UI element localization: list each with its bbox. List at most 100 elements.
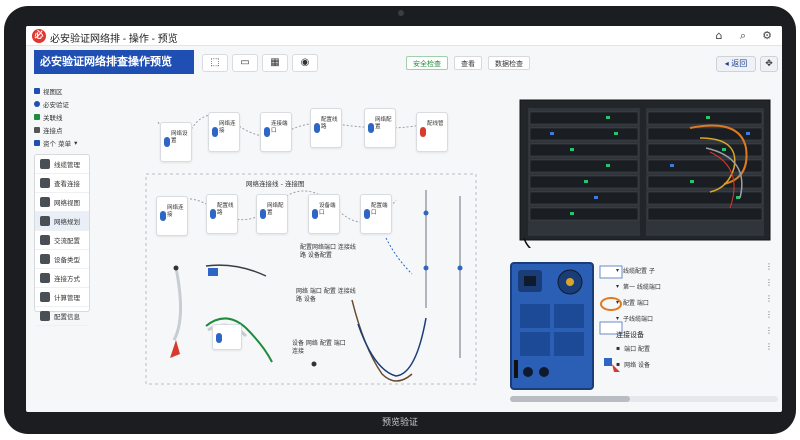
- panel-item[interactable]: 计算管理: [35, 288, 89, 307]
- diagram-node[interactable]: 配置端口: [360, 194, 392, 234]
- cable-brown: [351, 299, 413, 382]
- panel-item-label: 配置信息: [54, 313, 80, 321]
- app-logo-icon: 必: [32, 29, 46, 43]
- psu-port: [539, 367, 549, 377]
- wiring-layer: [145, 114, 477, 385]
- legend-row[interactable]: ▾子线缆端口: [616, 310, 776, 326]
- sidebar-item-connection-point[interactable]: 连接点: [34, 123, 90, 136]
- plan-icon: [40, 216, 50, 226]
- bead-icon: [368, 123, 374, 133]
- port-dot: [457, 265, 463, 271]
- panel-item[interactable]: 网络视图: [35, 193, 89, 212]
- panel-item[interactable]: 交流配置: [35, 231, 89, 250]
- app-title: 必安验证网络排 - 操作 - 预览: [50, 34, 178, 45]
- diagram-node[interactable]: 网络配置: [256, 194, 288, 234]
- cursor-arrow-icon: [170, 340, 180, 358]
- search-icon: [40, 178, 50, 188]
- diagram-node[interactable]: 设备端口: [308, 194, 340, 234]
- diagram-node[interactable]: 网络连接: [208, 112, 240, 152]
- node-label: 网络配置: [267, 203, 284, 216]
- rack-units: [529, 111, 763, 221]
- card: [599, 321, 623, 335]
- home-icon[interactable]: ⌂: [715, 29, 723, 42]
- legend-row[interactable]: ▾线缆配置 子: [616, 262, 776, 278]
- panel-item[interactable]: 网络规划: [35, 212, 89, 231]
- chevron-down-icon: ▾: [74, 138, 78, 147]
- cable-orange: [689, 124, 748, 185]
- control-toggle[interactable]: ⋮: [765, 294, 773, 303]
- diagram-node[interactable]: 配线管: [416, 112, 448, 152]
- bead-icon: [264, 127, 270, 137]
- port-dot: [423, 210, 429, 216]
- status-leds: [570, 116, 740, 215]
- horizontal-scrollbar[interactable]: [510, 396, 778, 402]
- settings-icon[interactable]: ⚙: [762, 29, 772, 42]
- panel-item[interactable]: 连接方式: [35, 269, 89, 288]
- node-label: 配置端口: [371, 203, 388, 216]
- sidebar-item-label: 必安验证: [43, 100, 69, 109]
- sidebar-item-label: 资个 菜单: [43, 139, 72, 148]
- tab-data-check[interactable]: 数据检查: [488, 56, 530, 70]
- diagram-node[interactable]: 配置线路: [310, 108, 342, 148]
- bead-icon: [160, 211, 166, 221]
- cable: [205, 264, 267, 277]
- diagram-node[interactable]: [212, 324, 242, 350]
- circle-icon: [34, 100, 40, 107]
- chevron-icon: ▾: [616, 282, 620, 290]
- diagram-canvas[interactable]: 网络设置 网络连接 连接端口 配置线路 网络配置 配线管 网络连接线 - 连接图…: [96, 78, 782, 404]
- cursor-arrow-icon: [612, 364, 620, 372]
- legend-row[interactable]: ▪端口 配置: [616, 340, 776, 356]
- sidebar-item-view-area[interactable]: 视图区: [34, 84, 90, 97]
- diagram-node[interactable]: 网络连接: [156, 196, 188, 236]
- mid-wire: [155, 190, 397, 223]
- diagram-node[interactable]: 连接端口: [260, 112, 292, 152]
- network-icon: [40, 197, 50, 207]
- power-supply-unit[interactable]: [510, 262, 594, 390]
- node-label: 网络设置: [171, 131, 188, 144]
- square-icon: ▪: [616, 344, 621, 352]
- bead-icon: [210, 209, 216, 219]
- cursor-icon: ⬚: [210, 57, 220, 68]
- control-toggle[interactable]: ⋮: [765, 326, 773, 335]
- link-leds: [550, 132, 750, 199]
- control-toggle[interactable]: ⋮: [765, 262, 773, 271]
- control-toggle[interactable]: ⋮: [765, 310, 773, 319]
- panel-item[interactable]: 配置信息: [35, 307, 89, 326]
- node-label: 配线管: [427, 121, 444, 127]
- toolbar-device-button[interactable]: ▭: [232, 54, 258, 72]
- legend-row[interactable]: ▾配置 端口: [616, 294, 776, 310]
- zoom-fit-button[interactable]: ✥: [760, 56, 778, 72]
- diagram-node[interactable]: 配置线路: [206, 194, 238, 234]
- card: [599, 265, 623, 279]
- sidebar-item-verify[interactable]: 必安验证: [34, 97, 90, 110]
- legend-row[interactable]: ▪网络 设备: [616, 356, 776, 372]
- sidebar-item-link-line[interactable]: 关联线: [34, 110, 90, 123]
- psu-plug: [524, 276, 536, 286]
- control-toggle[interactable]: ⋮: [765, 278, 773, 287]
- port-dot: [173, 265, 179, 271]
- diagram-node[interactable]: 网络配置: [364, 108, 396, 148]
- panel-item[interactable]: 查看连接: [35, 174, 89, 193]
- fan-hub: [566, 278, 574, 286]
- node-label: 配置线路: [321, 117, 338, 130]
- device-icon: ▭: [240, 57, 250, 68]
- node-label: 网络连接: [219, 121, 236, 134]
- toolbar-grid-button[interactable]: ▦: [262, 54, 288, 72]
- sidebar-item-label: 视图区: [43, 87, 63, 96]
- tab-view[interactable]: 查看: [454, 56, 482, 70]
- panel-item[interactable]: 线缆管理: [35, 155, 89, 174]
- sidebar-item-menu[interactable]: 资个 菜单 ▾: [34, 136, 90, 149]
- control-toggle[interactable]: ⋮: [765, 342, 773, 351]
- dashed-frame: [145, 173, 477, 385]
- scrollbar-thumb[interactable]: [510, 396, 630, 402]
- toolbar-view-button[interactable]: ◉: [292, 54, 318, 72]
- search-icon[interactable]: ⌕: [739, 29, 747, 42]
- diagram-node[interactable]: 网络设置: [160, 122, 192, 162]
- sidebar-item-label: 连接点: [43, 126, 63, 135]
- back-button[interactable]: ◂ 返回: [716, 56, 756, 72]
- legend-row[interactable]: ▾第一 线缆端口: [616, 278, 776, 294]
- tab-security-check[interactable]: 安全检查: [406, 56, 448, 70]
- panel-item[interactable]: 设备类型: [35, 250, 89, 269]
- psu-port: [523, 367, 533, 377]
- toolbar-select-button[interactable]: ⬚: [202, 54, 228, 72]
